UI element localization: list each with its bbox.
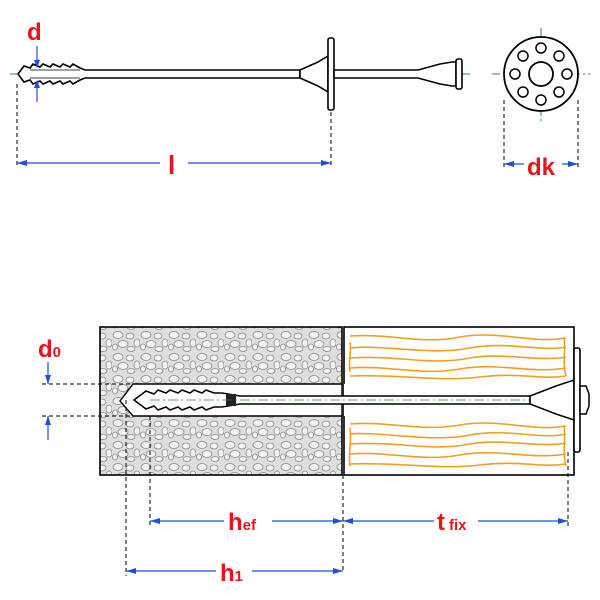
expansion-sleeve xyxy=(17,63,301,85)
label-d: d xyxy=(27,19,42,46)
pin xyxy=(333,61,457,87)
installed-plate xyxy=(573,347,581,453)
collar-cone xyxy=(299,54,329,94)
installed-anchor xyxy=(132,347,590,453)
plate-center-ring xyxy=(528,61,554,87)
label-d0: d0 xyxy=(38,336,61,363)
dimension-d0: d0 xyxy=(38,336,134,440)
label-l: l xyxy=(168,150,175,180)
dimension-dk: dk xyxy=(503,100,579,181)
plate-side xyxy=(327,37,335,111)
anchor-side-view xyxy=(10,37,470,111)
label-h1: h1 xyxy=(220,560,243,587)
plate-front-view xyxy=(492,28,590,124)
pin-head xyxy=(455,58,463,90)
dimension-d: d xyxy=(27,19,42,102)
dimension-l: l xyxy=(16,84,332,180)
dimension-h1: h1 xyxy=(125,400,343,587)
label-dk: dk xyxy=(527,154,556,181)
label-hef: hef xyxy=(228,509,257,536)
